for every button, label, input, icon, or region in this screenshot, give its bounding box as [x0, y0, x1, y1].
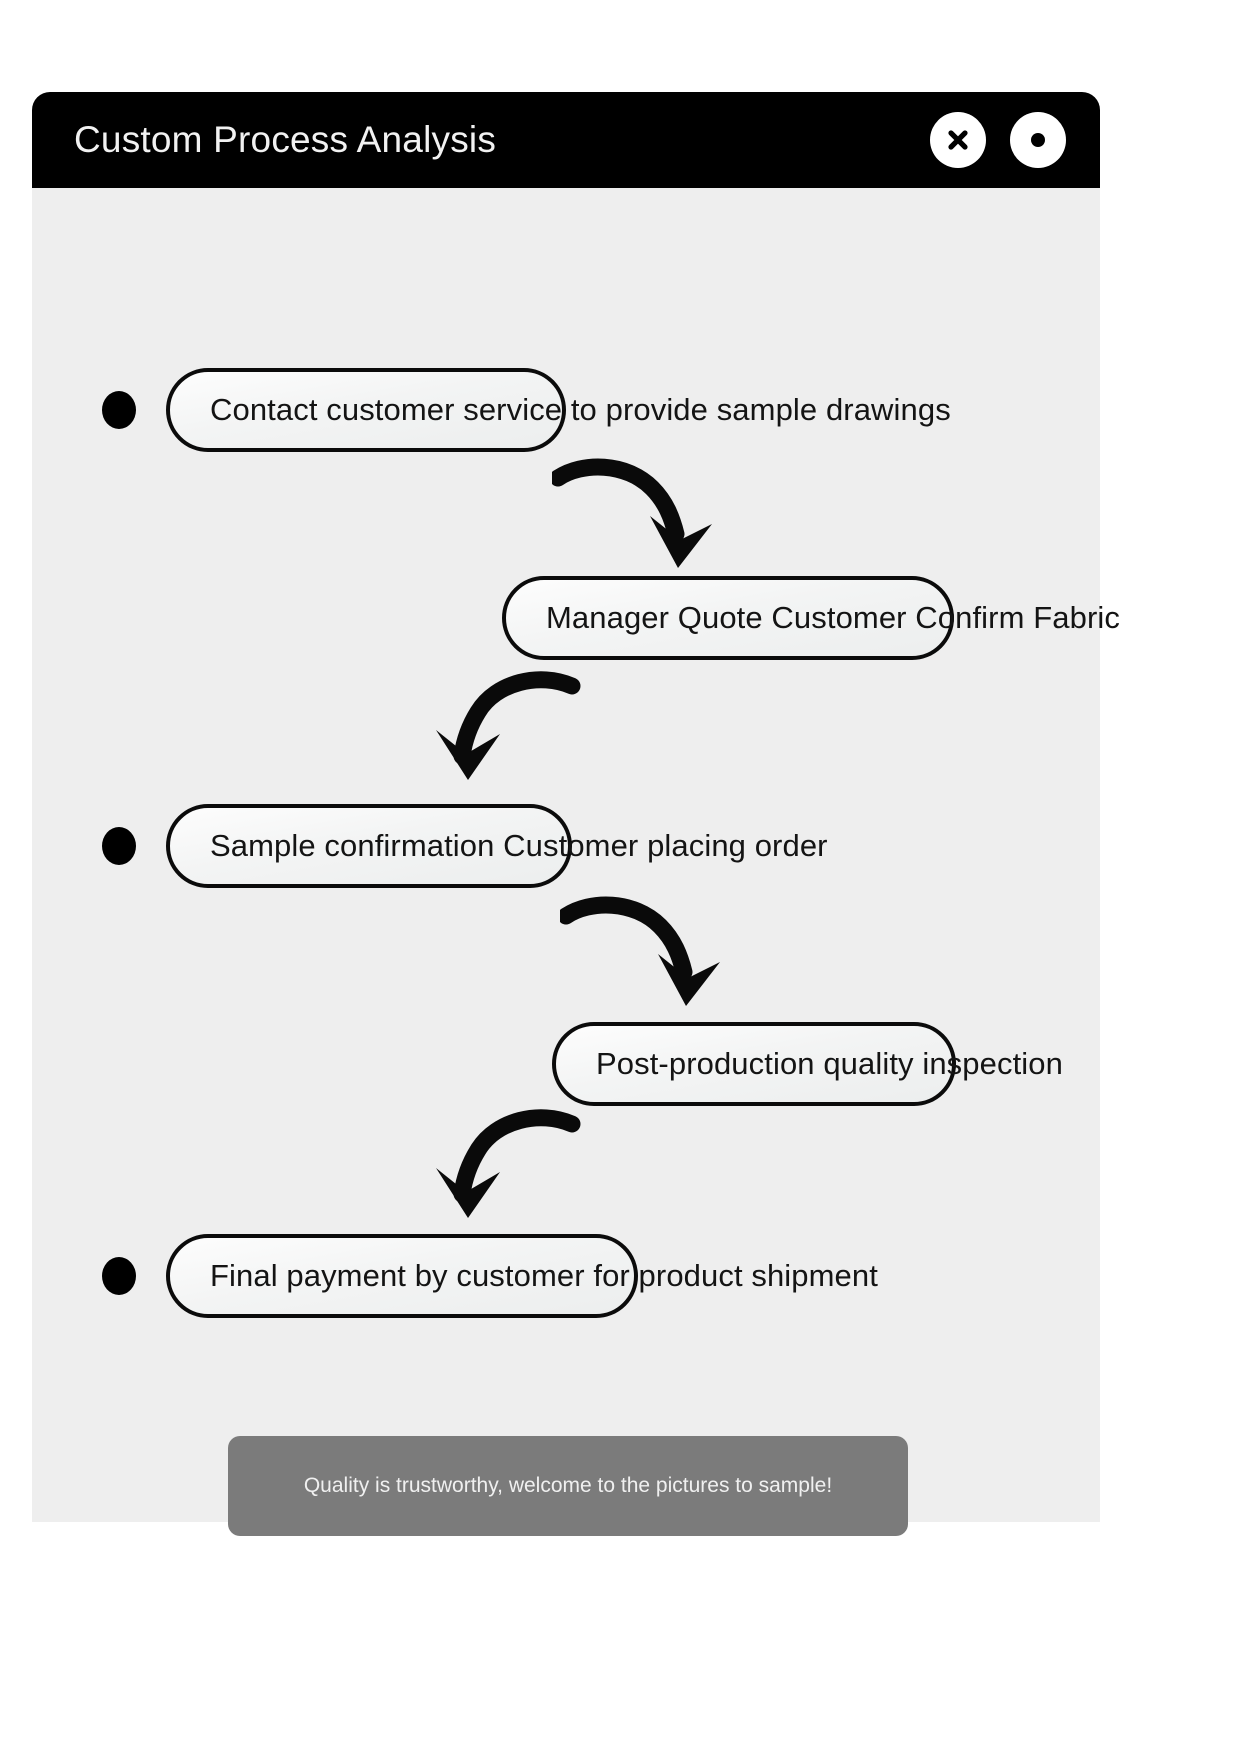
connector-arrow-3: [557, 894, 740, 1019]
footer-message: Quality is trustworthy, welcome to the p…: [303, 1474, 833, 1497]
step-pill-2[interactable]: Manager Quote Customer Confirm Fabric: [502, 576, 1120, 660]
step-label-4: Post-production quality inspection: [596, 1046, 1063, 1081]
step-pill-5[interactable]: Final payment by customer for product sh…: [166, 1234, 878, 1318]
step-pill-3[interactable]: Sample confirmation Customer placing ord…: [166, 804, 827, 888]
step-label-3: Sample confirmation Customer placing ord…: [210, 828, 828, 863]
record-button[interactable]: [1010, 112, 1066, 168]
dot-icon: [1023, 125, 1053, 155]
step-bullet-icon: [102, 827, 136, 865]
window-controls: [930, 112, 1066, 168]
step-label-1: Contact customer service to provide samp…: [210, 392, 951, 427]
diagram-canvas: Contact customer service to provide samp…: [32, 188, 1120, 1536]
footer-banner: Quality is trustworthy, welcome to the p…: [228, 1436, 908, 1536]
step-pill-1[interactable]: Contact customer service to provide samp…: [166, 368, 951, 452]
flow-step-4[interactable]: Post-production quality inspection: [552, 1018, 1063, 1110]
step-label-5: Final payment by customer for product sh…: [210, 1258, 878, 1293]
step-pill-4[interactable]: Post-production quality inspection: [552, 1022, 1063, 1106]
app-window: Custom Process Analysis: [32, 92, 1120, 1536]
flow-step-5[interactable]: Final payment by customer for product sh…: [102, 1230, 878, 1322]
close-button[interactable]: [930, 112, 986, 168]
window-title: Custom Process Analysis: [74, 119, 497, 160]
close-icon: [943, 125, 973, 155]
connector-arrow-1: [549, 456, 732, 581]
title-bar: Custom Process Analysis: [32, 92, 1100, 188]
connector-arrow-2: [422, 668, 602, 793]
step-label-2: Manager Quote Customer Confirm Fabric: [546, 600, 1120, 635]
flow-step-1[interactable]: Contact customer service to provide samp…: [102, 364, 951, 456]
flow-step-3[interactable]: Sample confirmation Customer placing ord…: [102, 800, 827, 892]
step-bullet-icon: [102, 1257, 136, 1295]
step-bullet-icon: [102, 391, 136, 429]
connector-arrow-4: [422, 1106, 602, 1231]
flow-step-2[interactable]: Manager Quote Customer Confirm Fabric: [502, 572, 1120, 664]
